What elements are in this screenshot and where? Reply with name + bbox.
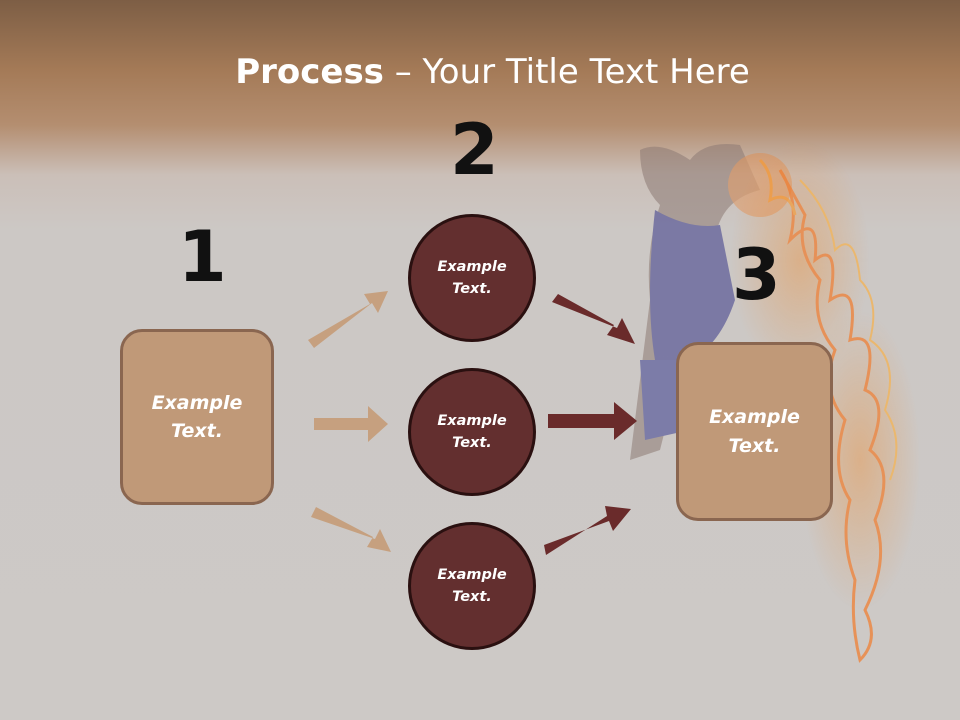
step-2-circle-middle: Example Text.	[408, 368, 536, 496]
step-3-label: Example Text.	[709, 406, 800, 457]
title-bold: Process	[235, 52, 384, 92]
arrow-middle-to-3	[548, 402, 637, 440]
step-2-top-label: Example Text.	[437, 258, 507, 297]
arrow-1-to-middle	[314, 406, 388, 442]
step-1-number: 1	[178, 216, 227, 298]
arrow-1-to-top	[308, 291, 388, 348]
title-rest: – Your Title Text Here	[383, 52, 750, 92]
step-3-box: Example Text.	[676, 342, 833, 521]
arrow-top-to-3	[552, 294, 635, 344]
arrow-1-to-bottom	[311, 507, 391, 552]
step-1-box: Example Text.	[120, 329, 274, 505]
step-2-circle-top: Example Text.	[408, 214, 536, 342]
step-2-circle-bottom: Example Text.	[408, 522, 536, 650]
step-2-middle-label: Example Text.	[437, 412, 507, 451]
step-1-label: Example Text.	[151, 391, 243, 443]
step-2-number: 2	[450, 109, 499, 191]
slide-title: Process – Your Title Text Here	[0, 52, 960, 92]
arrow-bottom-to-3	[544, 506, 631, 555]
step-3-number: 3	[732, 234, 781, 316]
step-2-bottom-label: Example Text.	[437, 566, 507, 605]
